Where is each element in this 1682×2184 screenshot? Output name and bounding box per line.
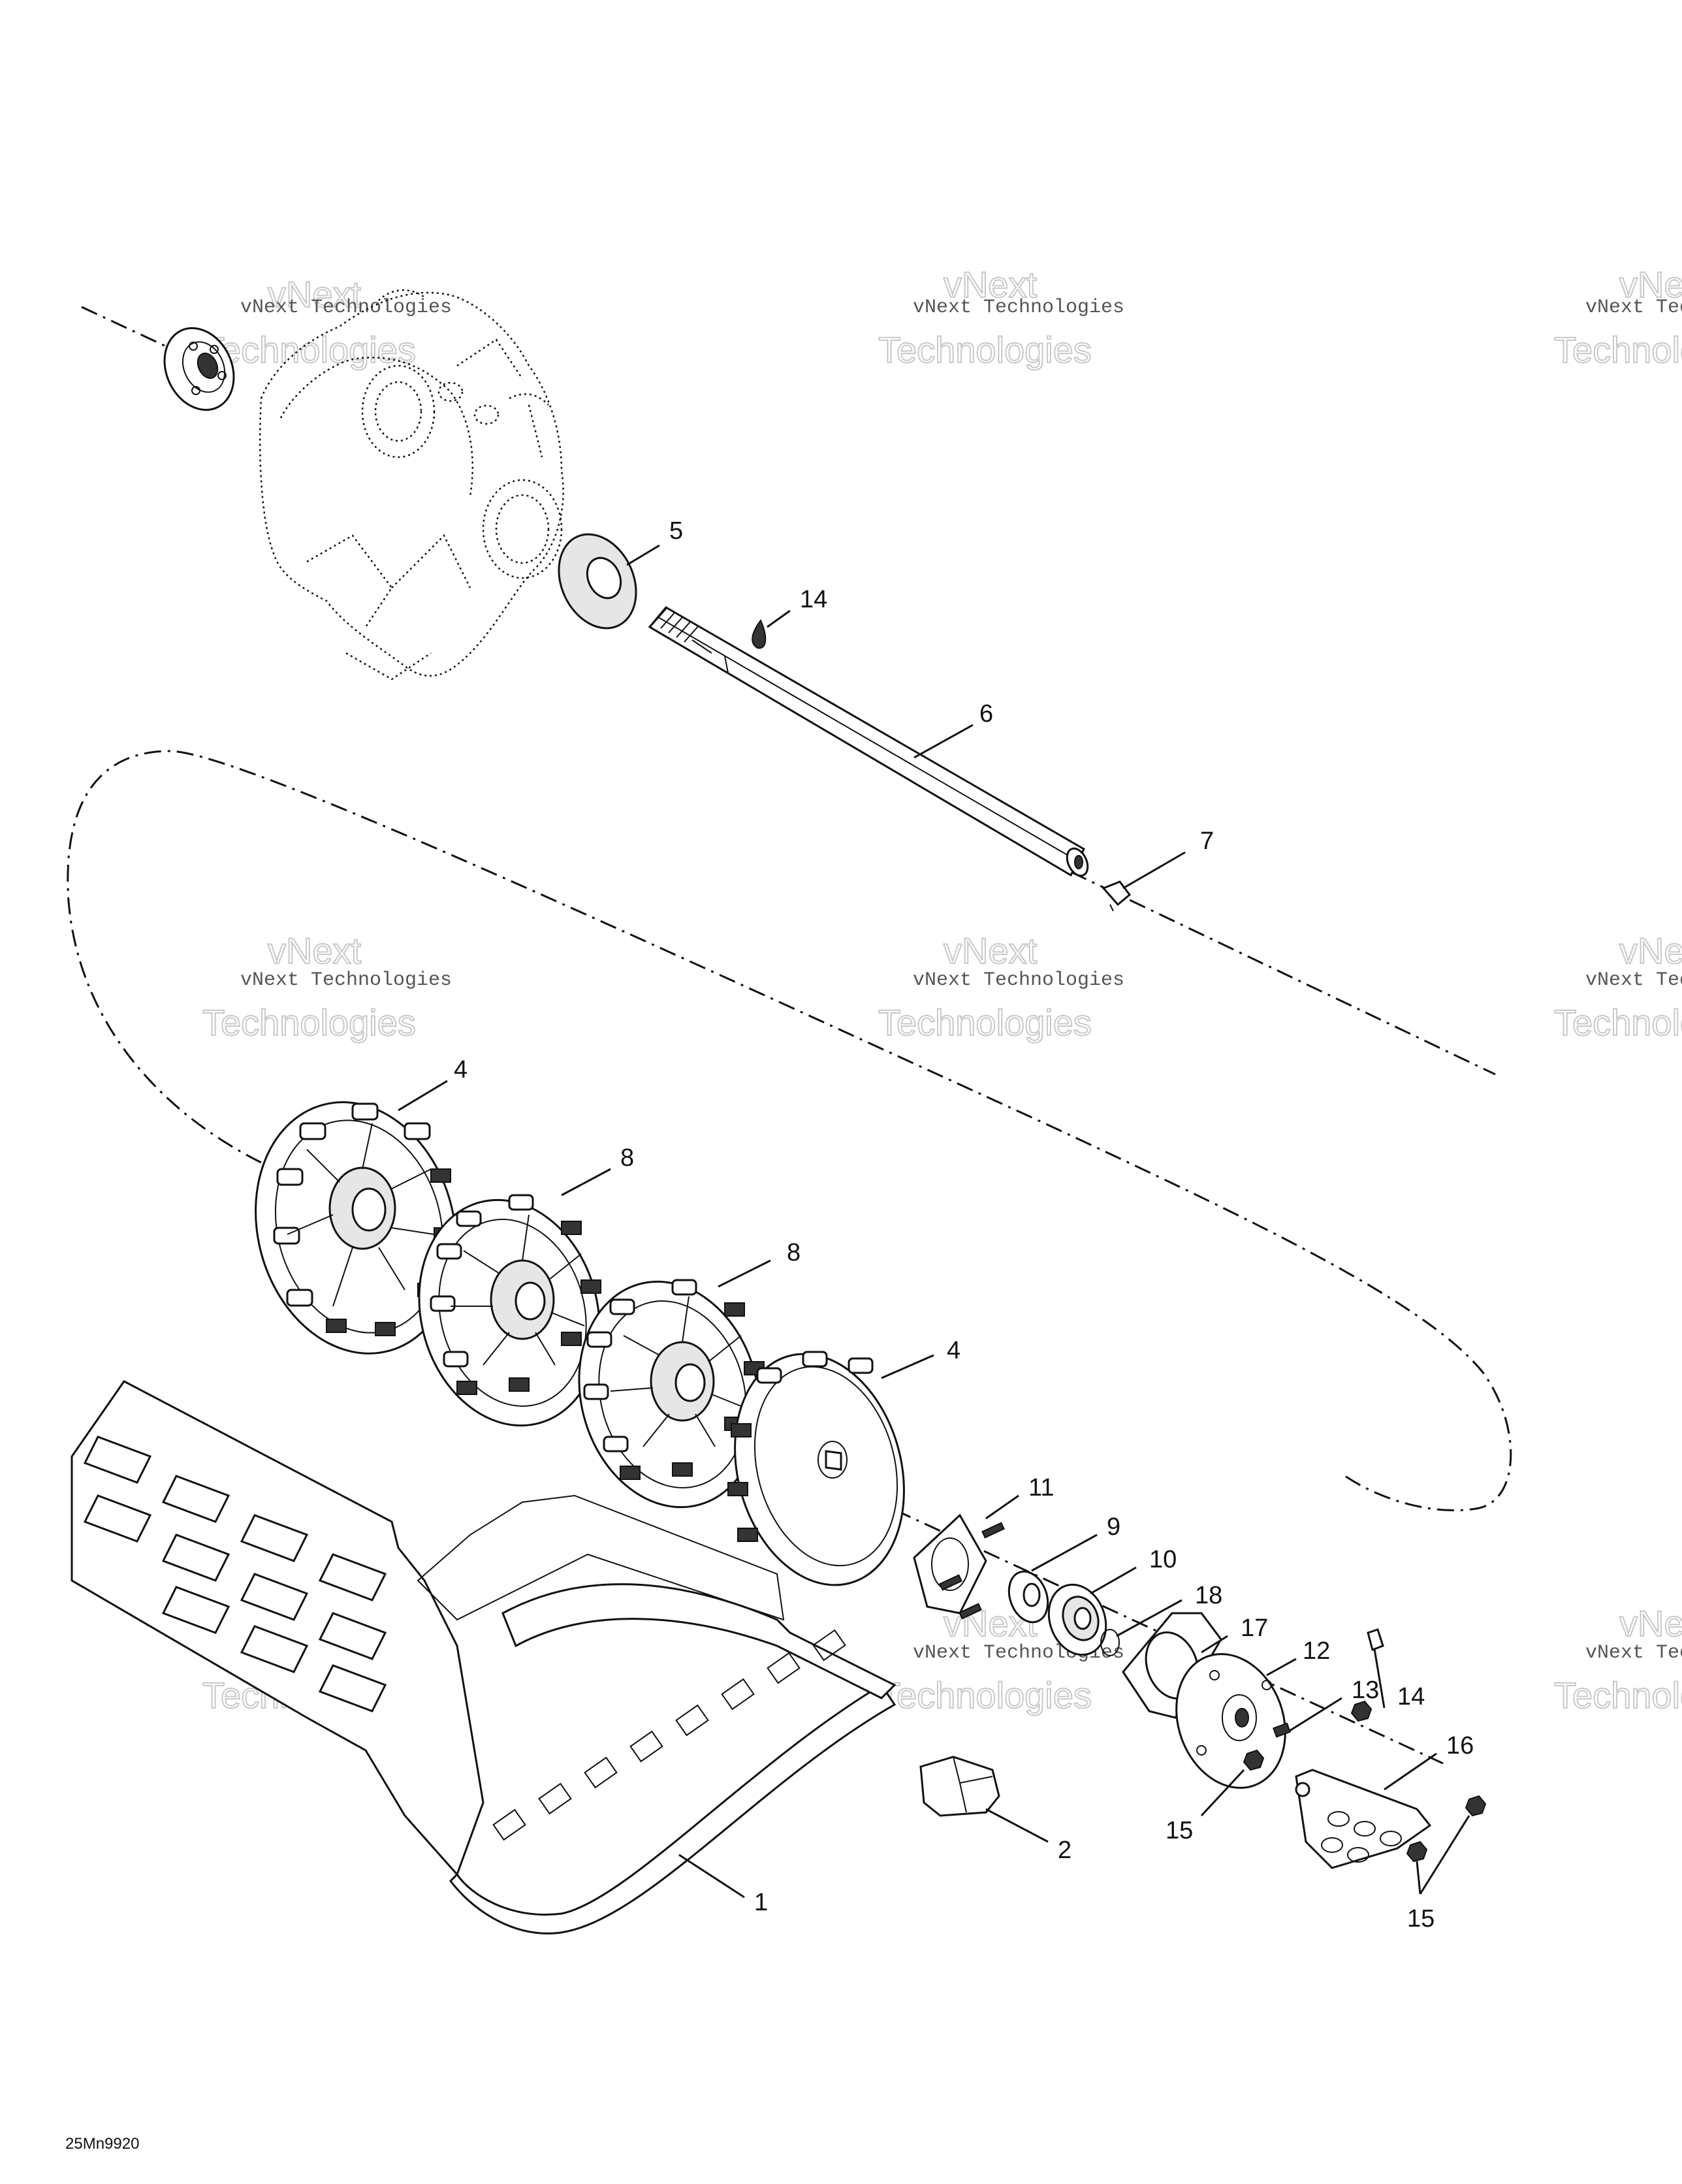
watermark: Technologies vNext vNext Technologies	[202, 929, 452, 1044]
callout-15-right: 15	[1407, 1905, 1435, 1933]
svg-text:vNext Technologies: vNext Technologies	[240, 969, 452, 991]
svg-text:vNext Technologies: vNext Technologies	[1585, 969, 1682, 991]
leader-lines	[398, 544, 1470, 1899]
svg-text:vNext Technologies: vNext Technologies	[1585, 297, 1682, 319]
retaining-ring	[1100, 1629, 1120, 1656]
drive-shaft	[648, 606, 1089, 877]
svg-text:Technologies: Technologies	[1554, 1002, 1682, 1043]
svg-text:Technologies: Technologies	[202, 329, 416, 370]
svg-text:vNext: vNext	[268, 930, 362, 971]
drive-track	[71, 1380, 897, 1935]
callout-17: 16	[1446, 1732, 1474, 1759]
sprocket-teeth	[430, 1194, 601, 1395]
callout-13: 13	[1352, 1677, 1379, 1704]
drawing-code: 25Mn9920	[65, 2135, 139, 2153]
watermark: Technologies vNext vNext Technologies	[1553, 1602, 1682, 1716]
callout-14-bottom: 14	[1397, 1683, 1425, 1710]
watermark: Technologies vNext vNext Technologies	[202, 273, 452, 371]
callout-10: 10	[1149, 1546, 1177, 1573]
set-screw	[1272, 1722, 1292, 1738]
spline-end	[652, 607, 699, 643]
track-windows	[492, 1629, 846, 1841]
callout-5: 5	[669, 517, 683, 545]
sprocket-end-left	[255, 1101, 457, 1355]
axis-line-top	[81, 306, 180, 354]
lubricant-drop-icon	[752, 619, 767, 649]
watermark: Technologies vNext vNext Technologies	[1553, 263, 1682, 371]
callout-6: 6	[979, 700, 993, 728]
callout-4-right: 4	[947, 1337, 960, 1364]
callout-4-left: 4	[454, 1056, 468, 1084]
track-loop-outline	[67, 750, 1512, 1511]
svg-text:Technologies: Technologies	[878, 1675, 1092, 1716]
sprocket-teeth	[583, 1279, 765, 1480]
svg-text:vNext Technologies: vNext Technologies	[913, 297, 1124, 319]
bearing-seal	[1008, 1570, 1049, 1624]
callout-12: 12	[1303, 1637, 1330, 1665]
track-clip	[919, 1756, 1000, 1817]
retainer-plate	[1295, 1769, 1432, 1869]
callout-8-right: 8	[787, 1239, 801, 1266]
cotter-pin	[1367, 1628, 1384, 1651]
axis-line-shaft-end	[1070, 871, 1496, 1076]
callout-8-left: 8	[620, 1144, 634, 1172]
svg-text:vNext: vNext	[944, 264, 1038, 305]
callout-7: 7	[1200, 827, 1214, 855]
callout-18: 18	[1195, 1582, 1222, 1609]
bearing-top	[163, 327, 235, 411]
svg-text:vNext Technologies: vNext Technologies	[913, 969, 1124, 991]
svg-text:vNext Technologies: vNext Technologies	[1585, 1642, 1682, 1664]
svg-text:Technologies: Technologies	[878, 329, 1092, 370]
svg-text:vNext: vNext	[1619, 930, 1682, 971]
chaincase-housing	[259, 289, 564, 681]
callout-labels: 5 14 6 7 4 8 8 4 11 9 10 18 17 12 13 14 …	[454, 517, 1474, 1933]
callout-16: 17	[1241, 1614, 1268, 1642]
watermark: Technologies vNext vNext Technologies	[878, 263, 1124, 371]
hex-nuts	[1243, 1700, 1487, 1863]
sprocket-end-right	[727, 1351, 905, 1586]
svg-text:vNext: vNext	[944, 930, 1038, 971]
callout-15-left: 15	[1166, 1817, 1193, 1844]
track-lugs	[83, 1436, 387, 1712]
ball-bearing	[1047, 1583, 1107, 1656]
svg-text:vNext Technologies: vNext Technologies	[240, 297, 452, 319]
svg-text:vNext: vNext	[268, 274, 362, 315]
watermark: Technologies vNext vNext Technologies	[878, 929, 1124, 1044]
seal-ring	[558, 533, 637, 630]
watermark: Technologies vNext vNext Technologies	[1553, 929, 1682, 1044]
sprocket-inner-left	[418, 1194, 601, 1427]
callout-9: 9	[1107, 1513, 1120, 1541]
callout-11: 11	[1028, 1474, 1054, 1502]
callout-1: 1	[754, 1889, 768, 1916]
svg-text:Technologies: Technologies	[202, 1002, 416, 1043]
svg-text:Technologies: Technologies	[1554, 329, 1682, 370]
callout-14-top: 14	[800, 586, 827, 613]
callout-2: 2	[1058, 1837, 1071, 1864]
svg-text:vNext: vNext	[1619, 264, 1682, 305]
watermark-layer: Technologies vNext vNext Technologies Te…	[202, 263, 1682, 1716]
svg-text:Technologies: Technologies	[1554, 1675, 1682, 1716]
bearing-plate	[913, 1513, 987, 1614]
svg-text:vNext: vNext	[1619, 1603, 1682, 1644]
plate-studs	[939, 1522, 1005, 1620]
svg-text:Technologies: Technologies	[878, 1002, 1092, 1043]
sprocket-teeth	[727, 1351, 874, 1542]
sprocket-inner-right	[578, 1279, 765, 1509]
